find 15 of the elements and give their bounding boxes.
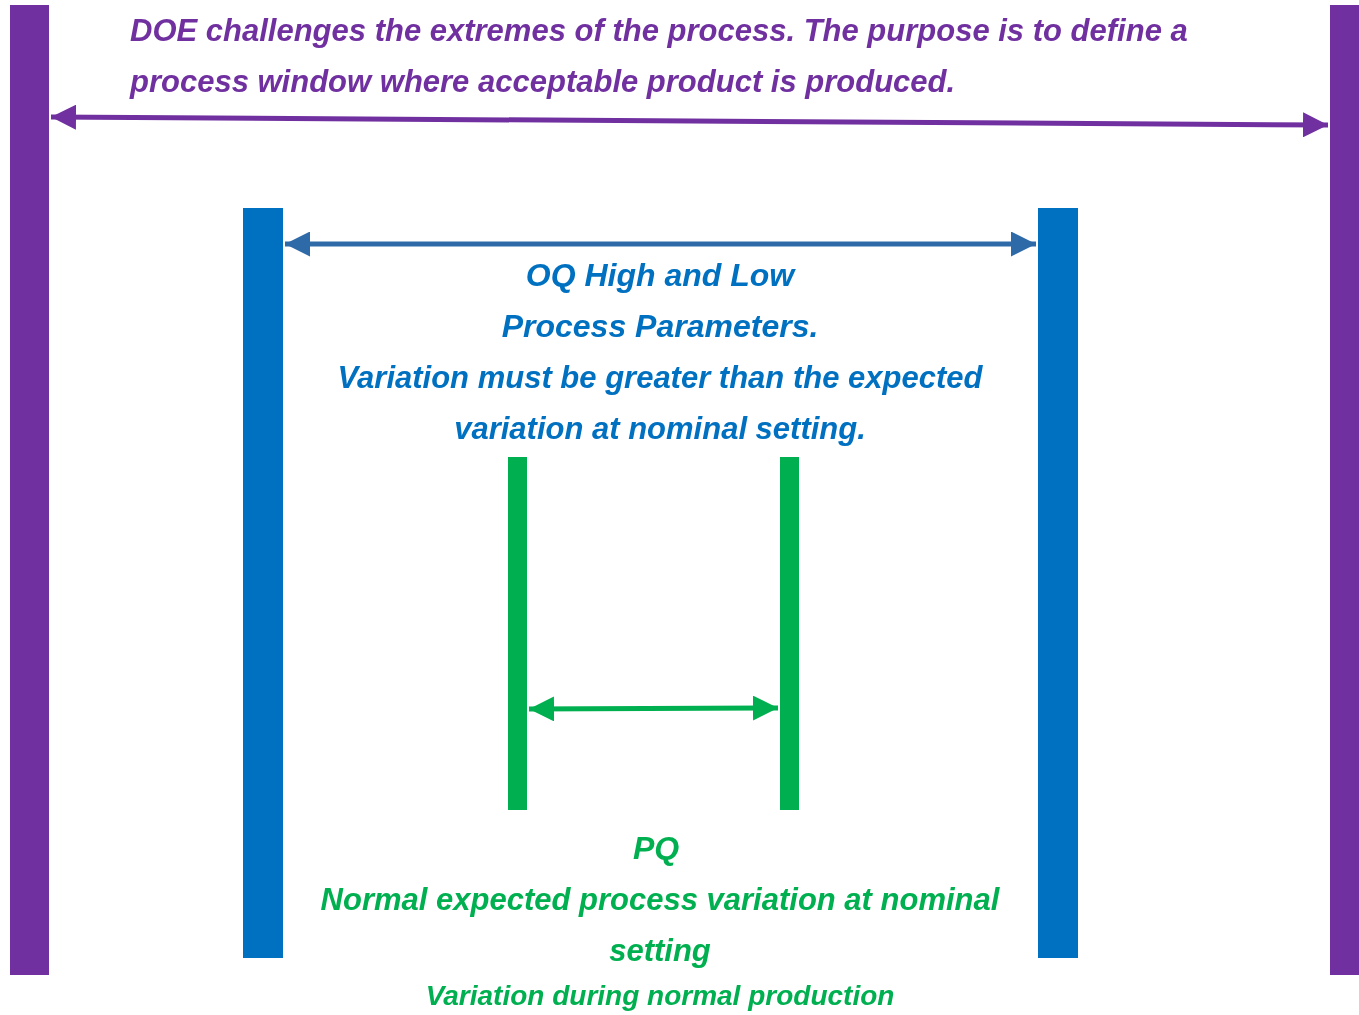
vertical-bar <box>1038 208 1078 958</box>
vertical-bar <box>1330 5 1359 975</box>
note-text: DOE challenges the extremes of the process. The purpose is to define a process window where acceptable product is produced. <box>130 12 1189 101</box>
description-text: Variation during normal production <box>424 979 896 1013</box>
vertical-bar <box>243 208 283 958</box>
vertical-bar <box>508 457 527 810</box>
parameter-label: OQ High and Low Process Parameters. <box>500 256 820 346</box>
double-arrow <box>51 104 1328 138</box>
stage-label: PQ <box>631 829 681 868</box>
double-arrow <box>529 695 778 722</box>
description-text: Variation must be greater than the expected variation at nominal setting. <box>336 359 984 448</box>
vertical-bar <box>10 5 49 975</box>
vertical-bar <box>780 457 799 810</box>
double-arrow <box>285 231 1036 257</box>
description-text: Normal expected process variation at nominal setting <box>320 881 1000 970</box>
